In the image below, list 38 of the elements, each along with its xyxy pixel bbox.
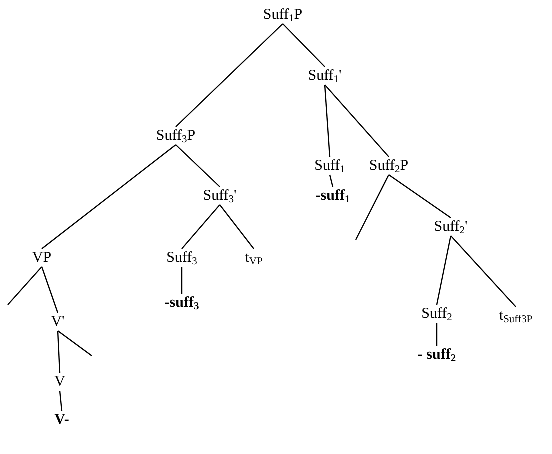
tree-node-label: t$_{VP}$ (244, 248, 264, 268)
tree-branch (58, 330, 92, 356)
tree-node-label: V- (54, 410, 70, 430)
tree-node-label: V (54, 372, 66, 392)
tree-node-label: Suff$_{1}$' (307, 66, 343, 86)
tree-branch (436, 323, 438, 346)
tree-branch (182, 204, 220, 250)
tree-branch (42, 144, 176, 250)
tree-branch (436, 236, 452, 306)
tree-branch (59, 390, 63, 412)
tree-node-label: -suff$_{1}$ (314, 186, 352, 206)
tree-branch (329, 174, 334, 188)
tree-node-label: - suff$_{2}$ (416, 346, 458, 364)
tree-branch (57, 330, 61, 374)
tree-branch (176, 24, 284, 128)
tree-node-label: Suff$_{2}$P (368, 156, 410, 176)
tree-node-label: Suff$_{1}$ (314, 156, 346, 176)
tree-node-label: Suff$_{2}$' (433, 218, 469, 236)
tree-branch (324, 84, 390, 158)
tree-branch (8, 266, 42, 306)
tree-branch (355, 174, 390, 240)
tree-node-label: Suff$_{1}$P (262, 6, 304, 24)
tree-branch (220, 204, 254, 250)
tree-branch (282, 24, 326, 68)
tree-node-label: Suff$_{3}$ (166, 248, 198, 268)
tree-node-label: -suff$_{3}$ (164, 294, 200, 312)
tree-node-label: VP (31, 248, 53, 268)
tree-node-label: Suff$_{3}$P (155, 126, 197, 146)
tree-node-label: Suff$_{2}$ (420, 304, 454, 324)
tree-branch (176, 144, 220, 188)
tree-node-label: t$_{Suff3P}$ (498, 306, 534, 326)
tree-branch (324, 84, 331, 158)
tree-branch (388, 174, 452, 218)
tree-node-label: V' (50, 312, 66, 332)
tree-branch (41, 266, 59, 314)
tree-node-label: Suff$_{3}$' (202, 186, 238, 206)
tree-branch (450, 236, 516, 308)
tree-branch (181, 267, 183, 294)
